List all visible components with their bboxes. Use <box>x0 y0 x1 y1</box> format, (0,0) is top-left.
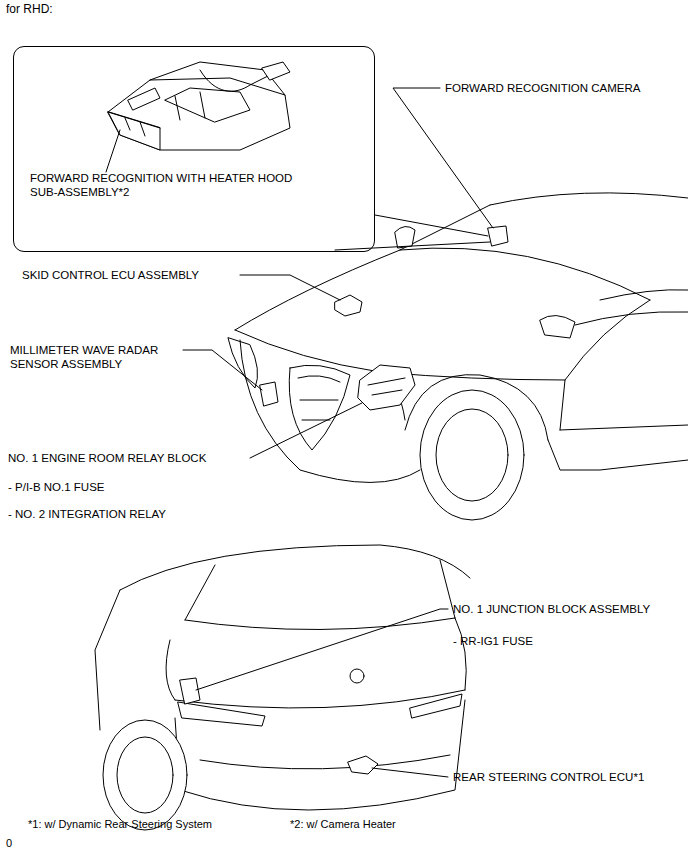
junction-block-part <box>180 678 200 704</box>
footnote: *1: w/ Dynamic Rear Steering System <box>28 817 278 831</box>
part-name: FORWARD RECOGNITION WITH HEATER HOOD SUB… <box>30 171 322 199</box>
page-title: for RHD: <box>6 2 53 16</box>
rear-car <box>95 545 470 830</box>
footnote: *2: w/ Camera Heater <box>290 817 470 831</box>
part-name: NO. 1 JUNCTION BLOCK ASSEMBLY <box>453 602 685 616</box>
relay-block-part <box>358 365 415 410</box>
radar-part <box>260 382 278 406</box>
part-name: MILLIMETER WAVE RADAR SENSOR ASSEMBLY <box>10 343 186 371</box>
inset-box: FORWARD RECOGNITION WITH HEATER HOOD SUB… <box>13 46 375 252</box>
leader-lines <box>106 88 493 777</box>
part-name: - NO. 2 INTEGRATION RELAY <box>8 507 228 521</box>
part-name: - RR-IG1 FUSE <box>453 634 653 648</box>
part-name: REAR STEERING CONTROL ECU*1 <box>453 770 685 784</box>
part-name: NO. 1 ENGINE ROOM RELAY BLOCK <box>8 451 248 465</box>
rear-ecu-part <box>348 756 378 774</box>
part-name: SKID CONTROL ECU ASSEMBLY <box>22 268 252 282</box>
part-name: - P/I-B NO.1 FUSE <box>8 480 208 494</box>
front-car <box>228 193 688 520</box>
part-name: FORWARD RECOGNITION CAMERA <box>445 81 675 95</box>
skid-ecu-part <box>335 295 362 316</box>
camera-part <box>488 226 508 246</box>
camera-illustration <box>108 62 290 150</box>
footnote: 0 <box>6 836 36 850</box>
